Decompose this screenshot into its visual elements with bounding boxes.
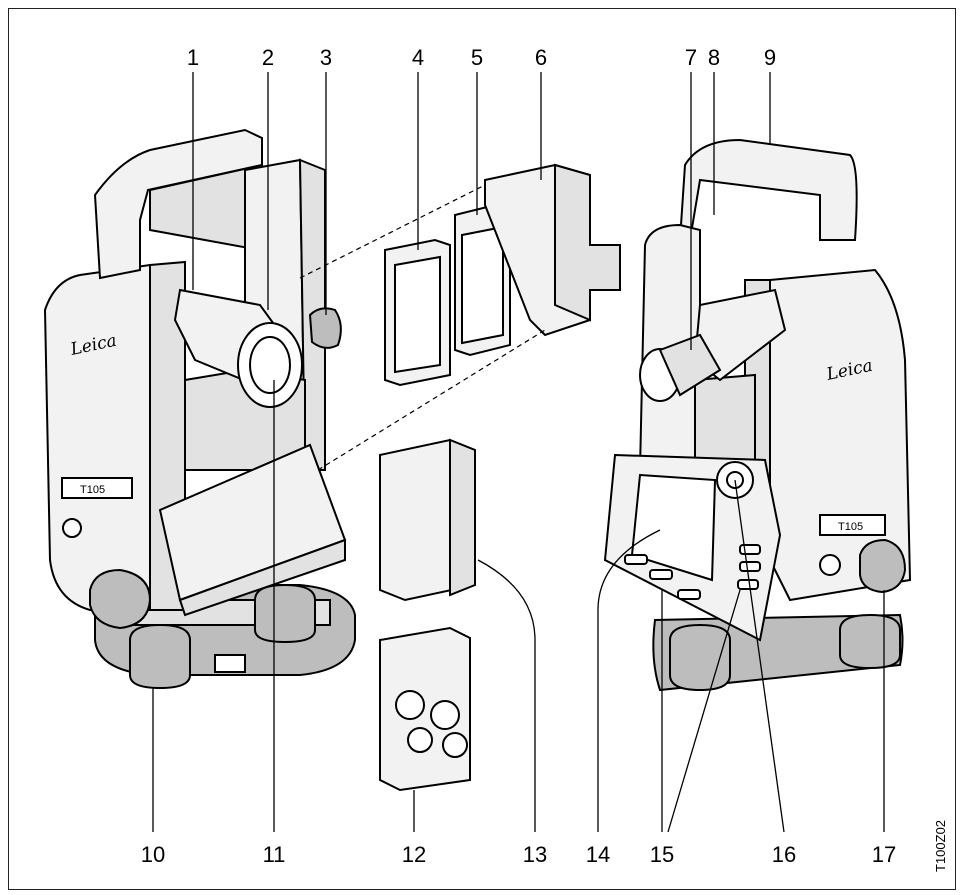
callout-15: 15 xyxy=(650,842,674,867)
callout-8: 8 xyxy=(708,45,720,70)
callout-11: 11 xyxy=(263,842,286,867)
right-theodolite xyxy=(603,138,912,692)
model-label-right: T105 xyxy=(838,521,863,533)
callout-1: 1 xyxy=(187,45,199,70)
callout-6: 6 xyxy=(535,45,547,70)
battery-items xyxy=(299,163,621,792)
callout-10: 10 xyxy=(141,842,165,867)
callout-4: 4 xyxy=(412,45,424,70)
leader-lines xyxy=(152,72,885,833)
callout-14: 14 xyxy=(586,842,610,867)
callout-3: 3 xyxy=(320,45,332,70)
callout-13: 13 xyxy=(523,842,547,867)
figure-frame xyxy=(8,8,956,890)
callout-5: 5 xyxy=(471,45,483,70)
callout-12: 12 xyxy=(402,842,426,867)
callout-9: 9 xyxy=(764,45,776,70)
left-theodolite xyxy=(43,128,356,690)
callout-7: 7 xyxy=(685,45,697,70)
figure-code: T100Z02 xyxy=(933,820,948,872)
callout-2: 2 xyxy=(262,45,274,70)
callout-16: 16 xyxy=(772,842,796,867)
callout-17: 17 xyxy=(872,842,896,867)
model-label-left: T105 xyxy=(80,484,105,496)
